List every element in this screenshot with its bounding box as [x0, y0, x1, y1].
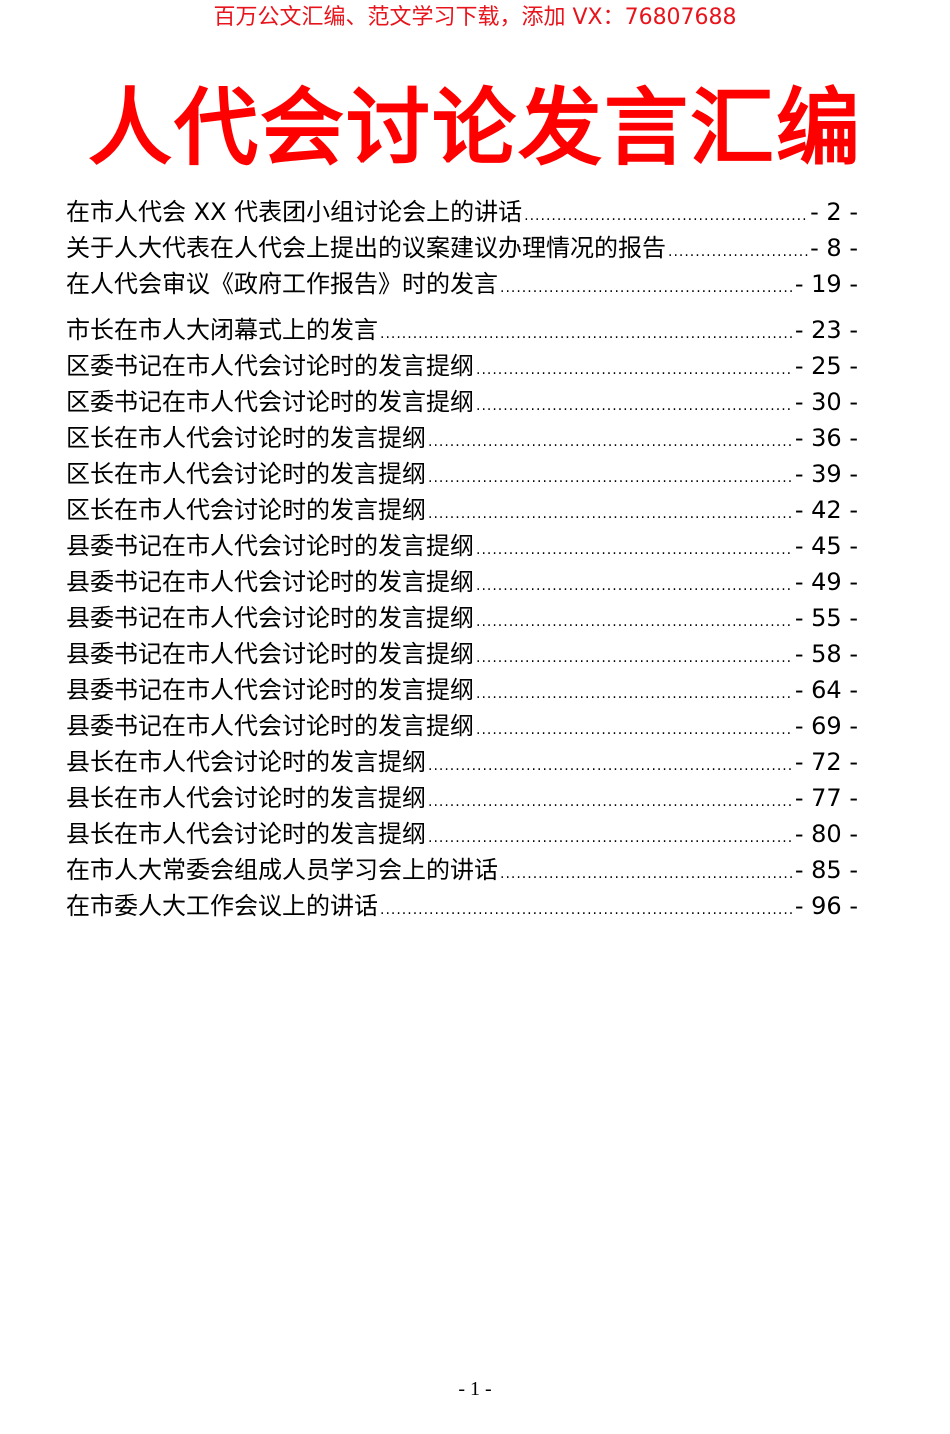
- toc-leader-dots: [428, 784, 793, 820]
- toc-leader-dots: [476, 676, 793, 712]
- toc-entry-title: 县委书记在市人代会讨论时的发言提纲: [66, 712, 474, 740]
- toc-entry-page: - 85 -: [794, 856, 858, 884]
- toc-entry[interactable]: 市长在市人大闭幕式上的发言 - 23 -: [66, 312, 858, 348]
- toc-entry-page: - 8 -: [810, 234, 858, 262]
- toc-entry-page: - 80 -: [794, 820, 858, 848]
- toc-entry-title: 县委书记在市人代会讨论时的发言提纲: [66, 604, 474, 632]
- toc-leader-dots: [476, 352, 793, 388]
- toc-leader-dots: [476, 568, 793, 604]
- toc-entry-title: 在市人大常委会组成人员学习会上的讲话: [66, 856, 498, 884]
- toc-entry-title: 县委书记在市人代会讨论时的发言提纲: [66, 568, 474, 596]
- toc-leader-dots: [380, 892, 793, 928]
- toc-leader-dots: [500, 856, 793, 892]
- toc-leader-dots: [476, 388, 793, 424]
- toc-leader-dots: [524, 198, 808, 234]
- toc-entry[interactable]: 县长在市人代会讨论时的发言提纲 - 80 -: [66, 816, 858, 852]
- toc-entry-page: - 96 -: [794, 892, 858, 920]
- toc-entry-title: 在人代会审议《政府工作报告》时的发言: [66, 270, 498, 298]
- toc-entry[interactable]: 区委书记在市人代会讨论时的发言提纲 - 25 -: [66, 348, 858, 384]
- toc-entry[interactable]: 县委书记在市人代会讨论时的发言提纲 - 58 -: [66, 636, 858, 672]
- toc-entry-title: 区长在市人代会讨论时的发言提纲: [66, 460, 426, 488]
- toc-entry[interactable]: 县委书记在市人代会讨论时的发言提纲 - 49 -: [66, 564, 858, 600]
- toc-entry-title: 区长在市人代会讨论时的发言提纲: [66, 496, 426, 524]
- toc-leader-dots: [428, 424, 793, 460]
- toc-entry-title: 在市委人大工作会议上的讲话: [66, 892, 378, 920]
- toc-entry-page: - 64 -: [794, 676, 858, 704]
- toc-leader-dots: [476, 712, 793, 748]
- toc-entry[interactable]: 县委书记在市人代会讨论时的发言提纲 - 69 -: [66, 708, 858, 744]
- toc-entry[interactable]: 在市人代会 XX 代表团小组讨论会上的讲话 - 2 -: [66, 194, 858, 230]
- toc-entry-title: 关于人大代表在人代会上提出的议案建议办理情况的报告: [66, 234, 666, 262]
- toc-entry[interactable]: 县长在市人代会讨论时的发言提纲 - 77 -: [66, 780, 858, 816]
- toc-leader-dots: [380, 316, 793, 352]
- toc-entry-title: 市长在市人大闭幕式上的发言: [66, 316, 378, 344]
- toc-entry-page: - 58 -: [794, 640, 858, 668]
- toc-entry[interactable]: 区长在市人代会讨论时的发言提纲 - 39 -: [66, 456, 858, 492]
- toc-leader-dots: [500, 270, 793, 306]
- toc-entry[interactable]: 区委书记在市人代会讨论时的发言提纲 - 30 -: [66, 384, 858, 420]
- toc-entry[interactable]: 区长在市人代会讨论时的发言提纲 - 42 -: [66, 492, 858, 528]
- toc-entry-title: 区委书记在市人代会讨论时的发言提纲: [66, 352, 474, 380]
- toc-entry[interactable]: 在市委人大工作会议上的讲话 - 96 -: [66, 888, 858, 924]
- toc-leader-dots: [476, 604, 793, 640]
- toc-entry-page: - 25 -: [794, 352, 858, 380]
- toc-entry-page: - 2 -: [810, 198, 858, 226]
- toc-entry-title: 县委书记在市人代会讨论时的发言提纲: [66, 640, 474, 668]
- toc-leader-dots: [428, 496, 793, 532]
- toc-entry-title: 在市人代会 XX 代表团小组讨论会上的讲话: [66, 198, 523, 226]
- promo-banner: 百万公文汇编、范文学习下载，添加 VX：76807688: [213, 5, 737, 30]
- toc-entry-title: 县长在市人代会讨论时的发言提纲: [66, 748, 426, 776]
- toc-entry-page: - 55 -: [794, 604, 858, 632]
- toc-entry[interactable]: 在市人大常委会组成人员学习会上的讲话 - 85 -: [66, 852, 858, 888]
- toc-entry-title: 县委书记在市人代会讨论时的发言提纲: [66, 676, 474, 704]
- toc-entry-page: - 49 -: [794, 568, 858, 596]
- toc-entry[interactable]: 县长在市人代会讨论时的发言提纲 - 72 -: [66, 744, 858, 780]
- toc-leader-dots: [476, 532, 793, 568]
- toc-entry[interactable]: 在人代会审议《政府工作报告》时的发言 - 19 -: [66, 266, 858, 302]
- toc-entry-page: - 36 -: [794, 424, 858, 452]
- toc-entry-page: - 39 -: [794, 460, 858, 488]
- toc-entry[interactable]: 区长在市人代会讨论时的发言提纲 - 36 -: [66, 420, 858, 456]
- toc-leader-dots: [428, 820, 793, 856]
- toc-entry-title: 县长在市人代会讨论时的发言提纲: [66, 820, 426, 848]
- toc-leader-dots: [428, 460, 793, 496]
- toc-entry[interactable]: 关于人大代表在人代会上提出的议案建议办理情况的报告 - 8 -: [66, 230, 858, 266]
- page-number: - 1 -: [458, 1378, 492, 1400]
- toc-leader-dots: [668, 234, 808, 270]
- toc-entry-page: - 30 -: [794, 388, 858, 416]
- toc-entry[interactable]: 县委书记在市人代会讨论时的发言提纲 - 64 -: [66, 672, 858, 708]
- toc-entry-title: 县委书记在市人代会讨论时的发言提纲: [66, 532, 474, 560]
- toc-entry-page: - 69 -: [794, 712, 858, 740]
- toc-entry-title: 区委书记在市人代会讨论时的发言提纲: [66, 388, 474, 416]
- toc-entry-title: 区长在市人代会讨论时的发言提纲: [66, 424, 426, 452]
- toc-entry[interactable]: 县委书记在市人代会讨论时的发言提纲 - 45 -: [66, 528, 858, 564]
- toc-entry-page: - 42 -: [794, 496, 858, 524]
- toc-entry-title: 县长在市人代会讨论时的发言提纲: [66, 784, 426, 812]
- toc-entry-page: - 23 -: [794, 316, 858, 344]
- toc-leader-dots: [428, 748, 793, 784]
- toc-leader-dots: [476, 640, 793, 676]
- toc-entry[interactable]: 县委书记在市人代会讨论时的发言提纲 - 55 -: [66, 600, 858, 636]
- toc-entry-page: - 19 -: [794, 270, 858, 298]
- toc-entry-page: - 45 -: [794, 532, 858, 560]
- toc-entry-page: - 77 -: [794, 784, 858, 812]
- document-title: 人代会讨论发言汇编: [87, 79, 862, 177]
- toc-entry-page: - 72 -: [794, 748, 858, 776]
- table-of-contents: 在市人代会 XX 代表团小组讨论会上的讲话 - 2 - 关于人大代表在人代会上提出…: [66, 194, 858, 924]
